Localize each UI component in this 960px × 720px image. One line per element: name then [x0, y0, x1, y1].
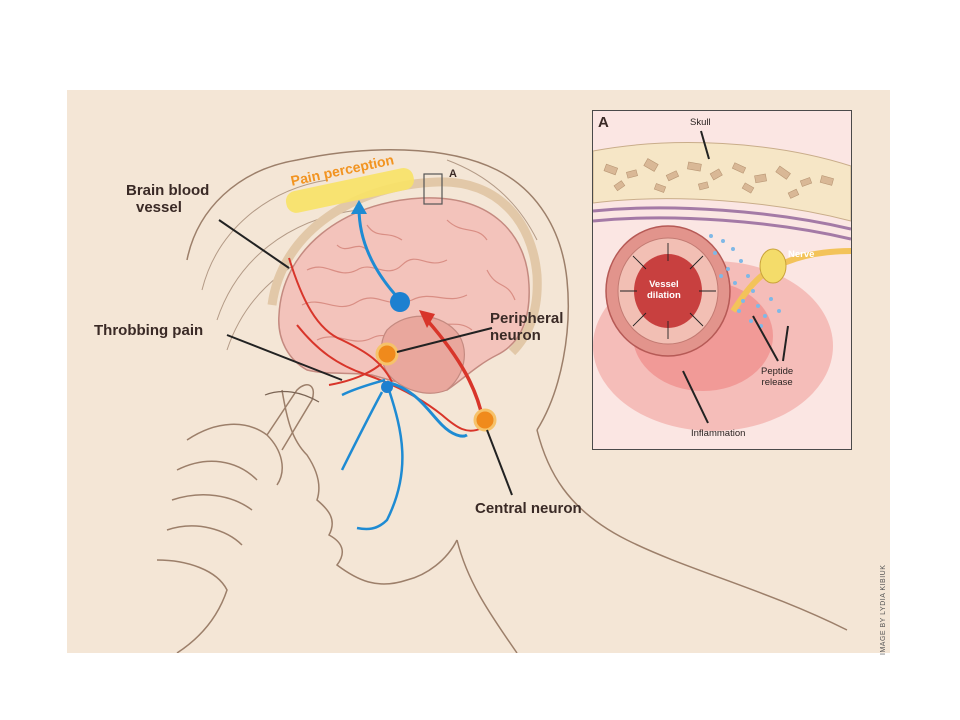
label-line: Brain blood	[126, 182, 210, 199]
blue-path-right	[386, 380, 468, 438]
migraine-figure: Brain blood vessel Throbbing pain Periph…	[67, 90, 890, 653]
label-line: Vessel	[649, 279, 679, 290]
inset-illustration	[593, 111, 851, 449]
inset-label-vessel-dilation: Vessel dilation	[647, 279, 681, 301]
blue-neuron-lower	[381, 381, 393, 393]
image-credit: IMAGE BY LYDIA KIBIUK	[880, 564, 887, 655]
red-path-2	[296, 324, 483, 432]
inset-label-peptide-release: Peptide release	[761, 366, 793, 388]
brain-folds	[301, 219, 516, 342]
dilation-arrows	[620, 243, 716, 339]
inset-label-skull: Skull	[690, 117, 711, 128]
label-peripheral-neuron: Peripheral neuron	[490, 310, 563, 344]
leader-central	[486, 429, 513, 496]
peptide-dots	[709, 234, 781, 328]
blue-arrow-up	[357, 207, 402, 302]
inset-panel-letter: A	[598, 114, 609, 131]
inset-label-inflammation: Inflammation	[691, 428, 746, 439]
inset-label-nerve: Nerve	[788, 249, 815, 260]
label-marker-a: A	[449, 168, 457, 180]
neck-shoulder	[456, 429, 848, 653]
brainstem	[380, 315, 465, 394]
label-throbbing-pain: Throbbing pain	[94, 322, 204, 339]
label-line: dilation	[647, 290, 681, 301]
leader-peptide-2	[782, 325, 789, 362]
inset-skull	[593, 142, 851, 222]
label-line: neuron	[490, 327, 541, 344]
hand-outline	[156, 384, 314, 653]
skull-texture	[603, 158, 834, 199]
label-central-neuron: Central neuron	[475, 500, 582, 517]
skull-band	[267, 177, 542, 356]
leader-skull	[700, 130, 710, 160]
blue-path-left	[341, 378, 386, 397]
leader-peptide-1	[752, 315, 779, 362]
label-line: Peptide	[761, 366, 794, 377]
meninges	[593, 206, 851, 241]
blue-path-down-1	[340, 391, 384, 471]
leader-brain-vessel	[218, 219, 290, 269]
marker-a-box	[423, 173, 443, 205]
label-line: release	[761, 377, 793, 388]
nerve-body	[759, 248, 787, 284]
head-illustration	[156, 149, 848, 653]
leader-throbbing-pain	[226, 334, 343, 381]
label-brain-blood-vessel: Brain blood vessel	[126, 182, 209, 216]
peripheral-neuron	[375, 342, 399, 366]
hair-strands	[201, 159, 538, 351]
vessel-lumen	[634, 254, 702, 328]
pain-perception-label	[285, 168, 414, 213]
hair-outline	[186, 149, 569, 431]
leader-inflammation	[682, 370, 709, 424]
blue-neuron-upper	[390, 292, 410, 312]
blue-path-down-2	[356, 389, 404, 531]
red-arrow-head	[419, 310, 435, 328]
leader-peripheral	[396, 327, 493, 353]
blue-arrow-head-up	[351, 200, 367, 214]
face-profile	[281, 389, 458, 585]
central-neuron	[473, 408, 497, 432]
label-line: Peripheral	[490, 310, 564, 327]
inset-panel-a: A Skull Nerve Vessel dilation Peptide re…	[592, 110, 852, 450]
eyebrow	[264, 390, 320, 403]
label-line: vessel	[136, 199, 182, 216]
